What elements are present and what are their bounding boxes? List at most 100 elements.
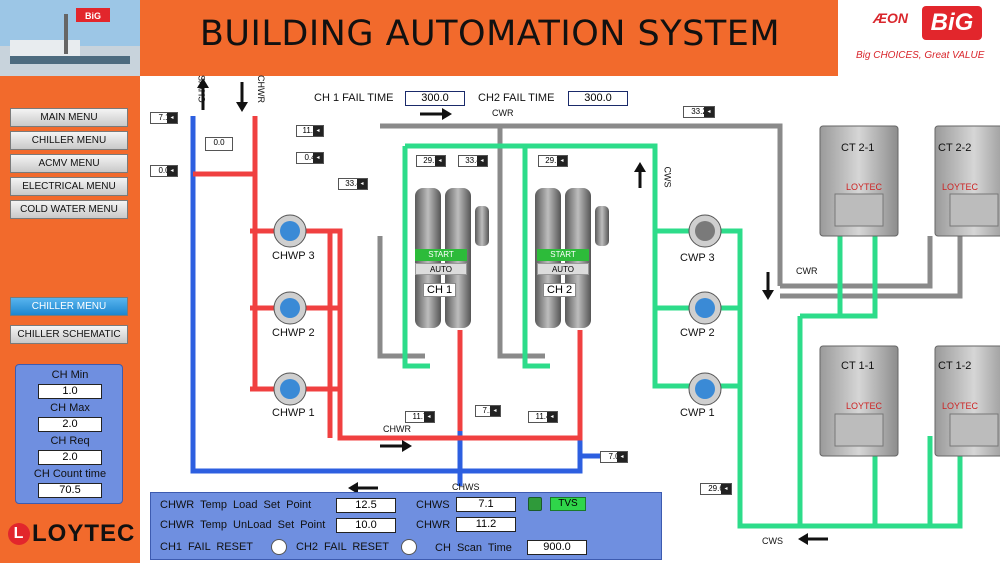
setting-icon: ◂: [547, 412, 557, 422]
bypass-reading[interactable]: 0.0◂: [150, 165, 178, 177]
cws-label-bottom: CWS: [762, 536, 783, 546]
ch1-auto-button[interactable]: AUTO: [415, 263, 467, 275]
ch-count-label: CH Count time: [33, 468, 107, 480]
ct11-label: CT 1-1: [841, 360, 875, 372]
cwp3-label: CWP 3: [680, 252, 715, 264]
chiller-menu-button[interactable]: CHILLER MENU: [10, 131, 128, 150]
loytec-wordmark: LOYTEC: [32, 520, 136, 547]
chws-mid-reading[interactable]: 7.1◂: [475, 405, 501, 417]
chwr-load-field[interactable]: 12.5: [336, 498, 396, 513]
chws-label-bottom: CHWS: [452, 482, 480, 492]
setting-icon: ◂: [617, 452, 627, 462]
chwr-panel-label: CHWR: [416, 519, 451, 531]
page-title: BUILDING AUTOMATION SYSTEM: [199, 14, 781, 54]
setting-icon: ◂: [721, 484, 731, 494]
ch1-cws-reading[interactable]: 29.7◂: [416, 155, 446, 167]
cws-bottom-reading[interactable]: 29.6◂: [700, 483, 732, 495]
main-menu-button[interactable]: MAIN MENU: [10, 108, 128, 127]
setting-icon: ◂: [435, 156, 445, 166]
billboard-photo: BiG: [0, 0, 140, 76]
ch-req-label: CH Req: [50, 435, 90, 447]
valve-position-reading[interactable]: 0.0: [205, 137, 233, 151]
cwr-label-top: CWR: [492, 108, 514, 118]
acmv-menu-button[interactable]: ACMV MENU: [10, 154, 128, 173]
chwp-pumps: [273, 214, 307, 406]
ct22-brand: LOYTEC: [942, 182, 979, 192]
ch2-chwr-out-reading[interactable]: 11.4◂: [528, 411, 558, 423]
big-brand: BiG: [922, 6, 982, 40]
ch-scan-time-label: CH Scan Time: [435, 542, 512, 554]
ch-min-field[interactable]: 1.0: [38, 384, 102, 399]
flow-arrows: [197, 78, 828, 545]
cwp1-label: CWP 1: [680, 407, 715, 419]
ch2-fail-reset-radio[interactable]: [401, 539, 417, 555]
chwr-label-bottom: CHWR: [383, 424, 411, 434]
ch1-label: CH 1: [423, 283, 457, 297]
ch1-cwr-reading[interactable]: 33.4◂: [458, 155, 488, 167]
cold-water-menu-button[interactable]: COLD WATER MENU: [10, 200, 128, 219]
chwr-unload-field[interactable]: 10.0: [336, 518, 396, 533]
chwr-label-vertical: CHWR: [256, 75, 266, 103]
ch2-auto-button[interactable]: AUTO: [537, 263, 589, 275]
chws-temp-reading[interactable]: 7.1◂: [150, 112, 178, 124]
setting-icon: ◂: [313, 153, 323, 163]
ch2-fail-reset-label: CH2 FAIL RESET: [296, 541, 390, 553]
chwr-panel-field[interactable]: 11.2: [456, 517, 516, 532]
ct21-brand: LOYTEC: [846, 182, 883, 192]
setting-icon: ◂: [313, 126, 323, 136]
svg-text:BiG: BiG: [85, 11, 101, 21]
chwr-temp-reading[interactable]: 11.2◂: [296, 125, 324, 137]
ch2-start-button[interactable]: START: [537, 249, 589, 261]
ch-max-field[interactable]: 2.0: [38, 417, 102, 432]
ch-min-label: CH Min: [51, 369, 89, 381]
ch2-fail-time-field[interactable]: 300.0: [568, 91, 628, 106]
aeon-brand: ÆON: [873, 10, 908, 26]
ch1-fail-reset-label: CH1 FAIL RESET: [160, 541, 254, 553]
ch2-fail-time-label: CH2 FAIL TIME: [478, 92, 555, 104]
chiller-schematic-button[interactable]: CHILLER SCHEMATIC: [10, 325, 128, 344]
chws-panel-field[interactable]: 7.1: [456, 497, 516, 512]
tvs-button[interactable]: TVS: [550, 497, 586, 511]
ch1-cwr-left-reading[interactable]: 33.4◂: [338, 178, 368, 190]
tvs-icon[interactable]: [528, 497, 542, 511]
cwp-pumps: [688, 214, 722, 406]
chiller-menu-active-button[interactable]: CHILLER MENU: [10, 297, 128, 316]
ch1-chwr-out-reading[interactable]: 11.7◂: [405, 411, 435, 423]
chwp2-label: CHWP 2: [272, 327, 315, 339]
ct12-label: CT 1-2: [938, 360, 972, 372]
setting-icon: ◂: [557, 156, 567, 166]
ch-scan-time-field[interactable]: 900.0: [527, 540, 587, 555]
setting-icon: ◂: [490, 406, 500, 416]
cwr-temp-reading[interactable]: 33.2◂: [683, 106, 715, 118]
chws-label-vertical: CHWS: [196, 75, 207, 103]
cwr-label-right: CWR: [796, 266, 818, 276]
chwr-pipes: [193, 116, 583, 441]
setting-icon: ◂: [477, 156, 487, 166]
header-bar: [0, 0, 1000, 76]
chwr-flow-reading[interactable]: 0.4◂: [296, 152, 324, 164]
ch-req-field[interactable]: 2.0: [38, 450, 102, 465]
brand-tagline: Big CHOICES, Great VALUE: [856, 50, 985, 61]
electrical-menu-button[interactable]: ELECTRICAL MENU: [10, 177, 128, 196]
ch1-fail-time-field[interactable]: 300.0: [405, 91, 465, 106]
cooling-towers: [819, 125, 1000, 457]
chwr-load-label: CHWR Temp Load Set Point: [160, 499, 312, 511]
setting-icon: ◂: [424, 412, 434, 422]
ch1-start-button[interactable]: START: [415, 249, 467, 261]
ct11-brand: LOYTEC: [846, 401, 883, 411]
loytec-mark: L: [8, 523, 30, 545]
ch1-fail-reset-radio[interactable]: [271, 539, 287, 555]
ct12-brand: LOYTEC: [942, 401, 979, 411]
cws-label-vertical: CWS: [662, 166, 673, 188]
ch-max-label: CH Max: [50, 402, 90, 414]
ch2-label: CH 2: [543, 283, 577, 297]
setting-icon: ◂: [167, 113, 177, 123]
setting-icon: ◂: [704, 107, 714, 117]
chws-right-reading[interactable]: 7.0◂: [600, 451, 628, 463]
ch2-cws-reading[interactable]: 29.7◂: [538, 155, 568, 167]
ct22-label: CT 2-2: [938, 142, 972, 154]
chiller-params-panel: CH Min 1.0 CH Max 2.0 CH Req 2.0 CH Coun…: [15, 364, 123, 504]
cwp2-label: CWP 2: [680, 327, 715, 339]
ch-count-field[interactable]: 70.5: [38, 483, 102, 498]
